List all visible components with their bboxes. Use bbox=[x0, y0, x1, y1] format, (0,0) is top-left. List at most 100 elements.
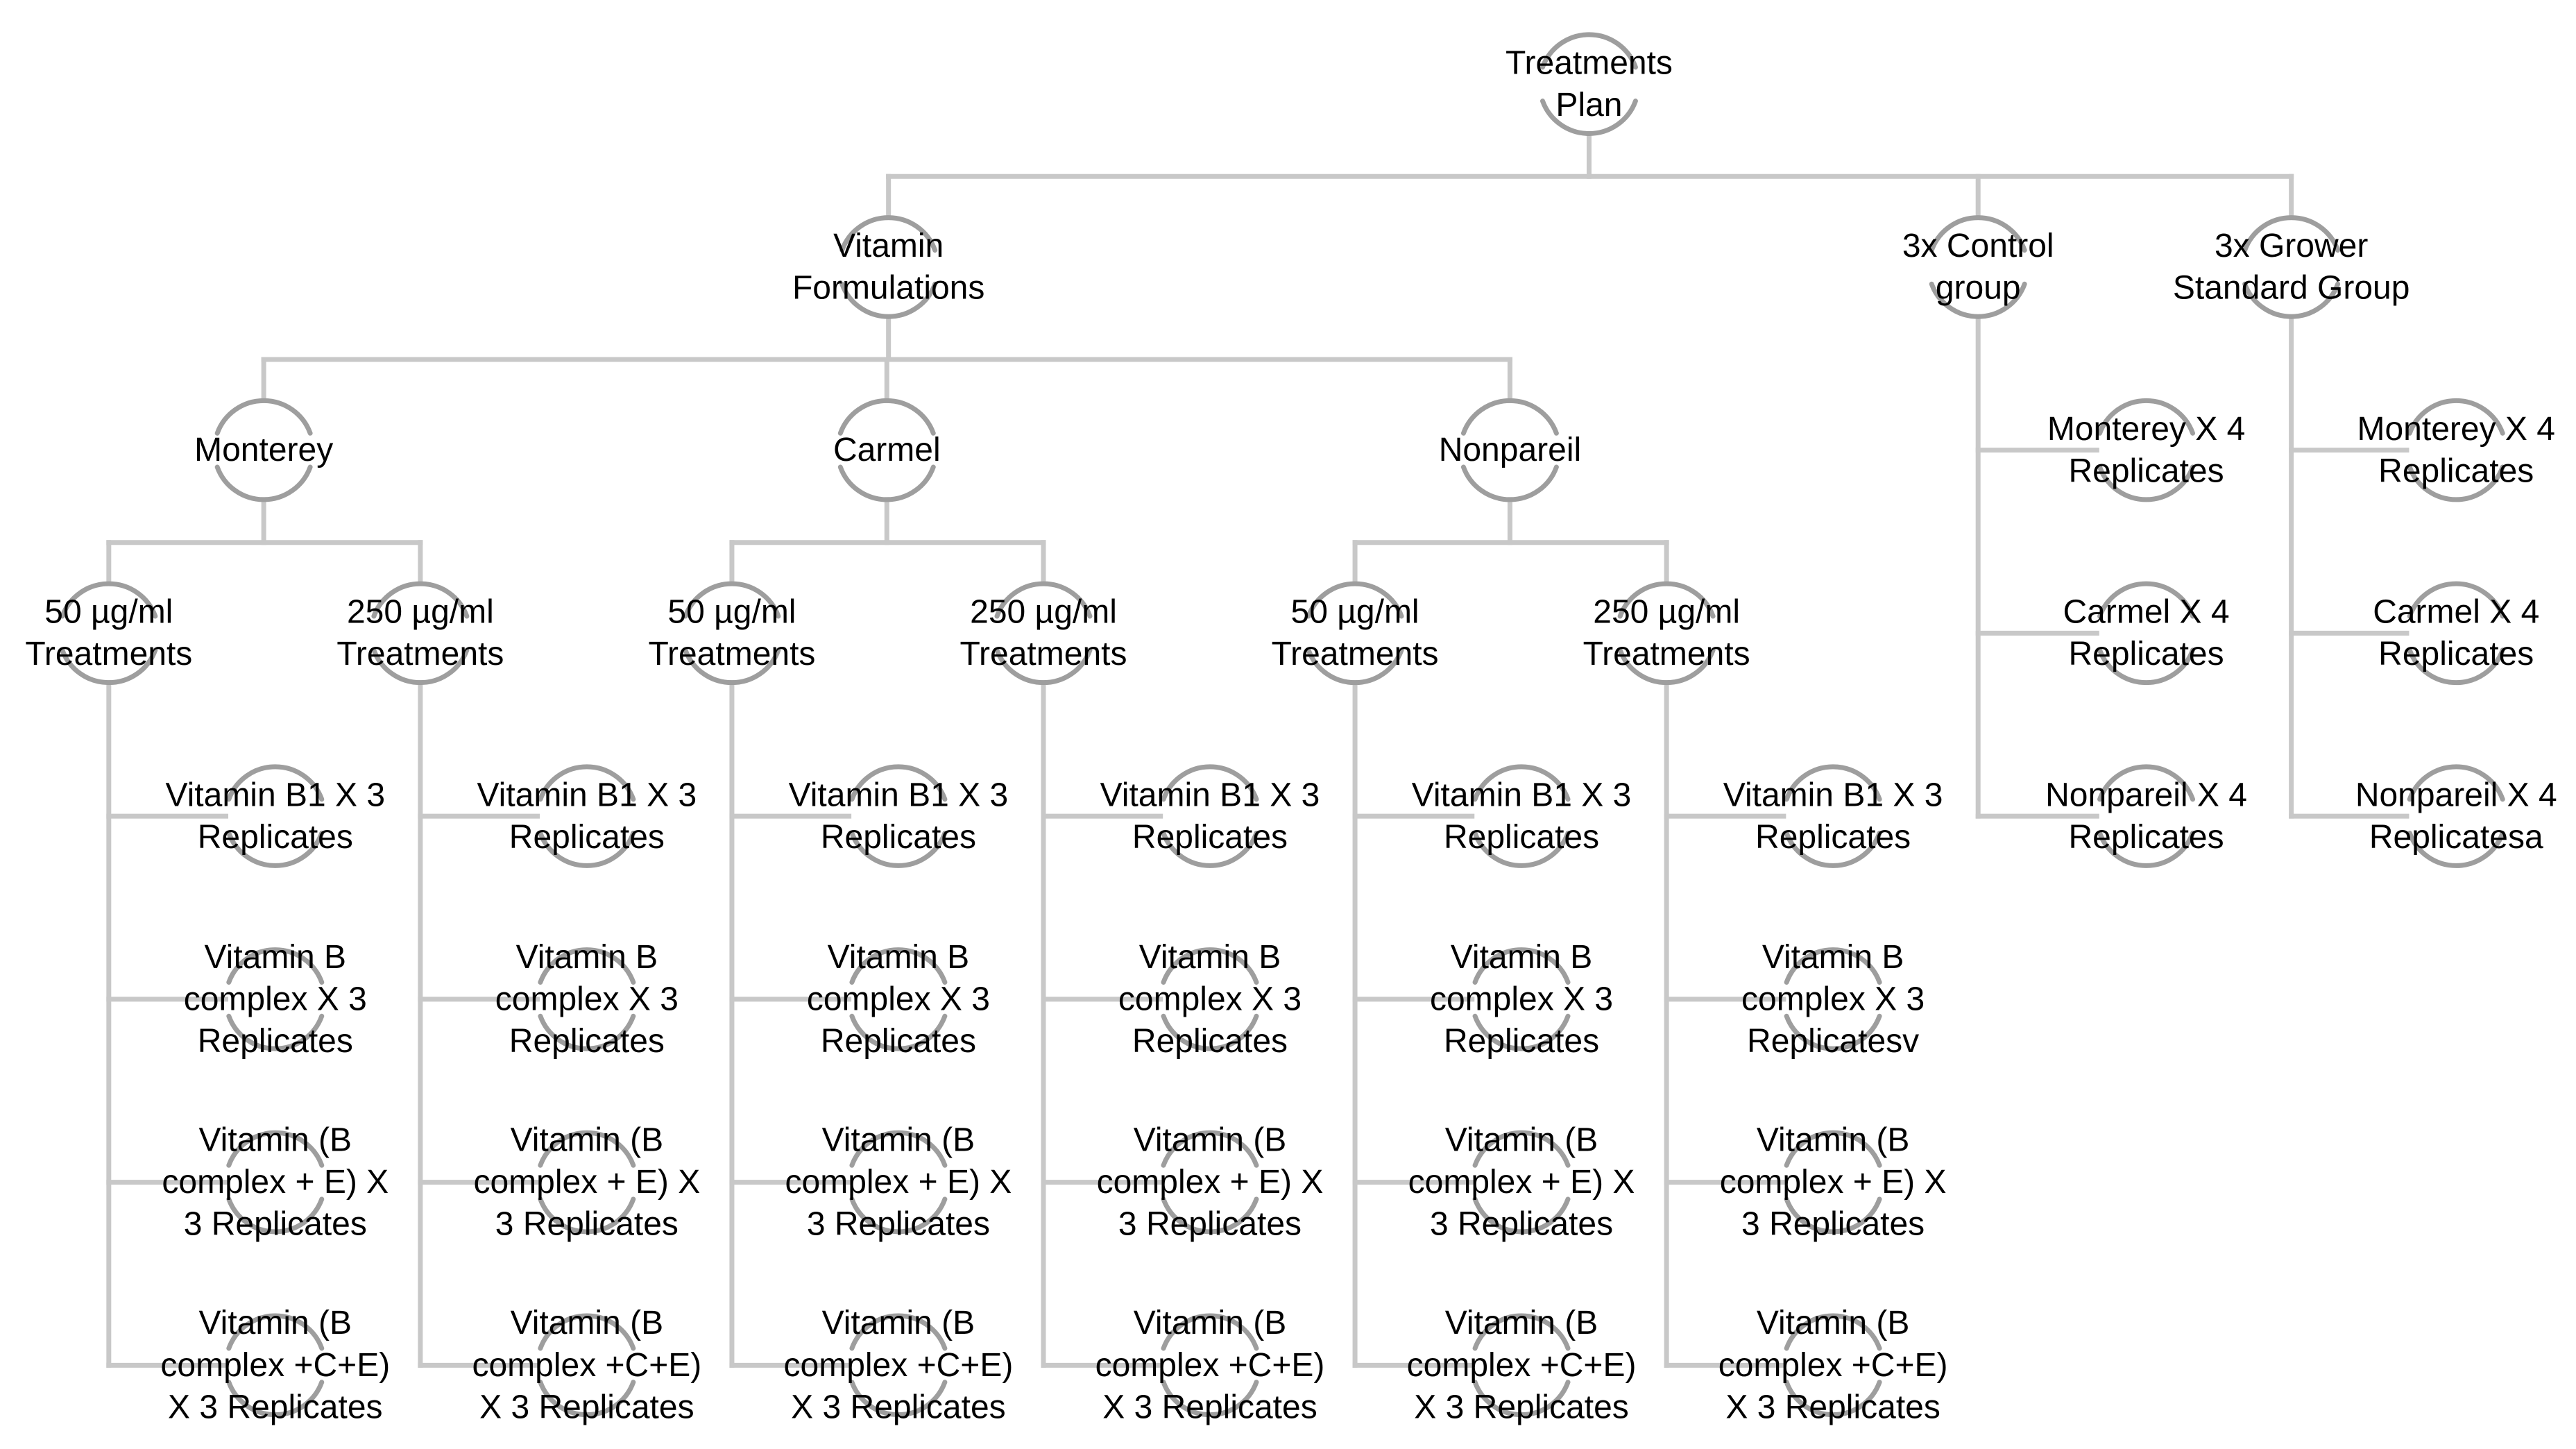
node-bottom-arc bbox=[849, 831, 948, 868]
node-bottom-arc bbox=[1472, 831, 1571, 868]
node-bottom-arc bbox=[1784, 1013, 1882, 1051]
node-bottom-arc bbox=[2407, 647, 2505, 686]
node-label-line: Vitamin B1 X 3 bbox=[789, 777, 1009, 813]
node-bottom-arc bbox=[371, 647, 470, 686]
node-bottom-arc bbox=[1161, 1380, 1259, 1418]
node-m50-b1: Vitamin B1 X 3 Replicates bbox=[165, 764, 385, 868]
node-top-arc bbox=[226, 1130, 325, 1168]
node-label-line: Vitamin B1 X 3 bbox=[165, 777, 385, 813]
node-label-line: Replicates bbox=[2068, 452, 2224, 489]
node-label-line: Nonpareil X 4 bbox=[2045, 777, 2247, 813]
node-label-line: group bbox=[1936, 270, 2021, 307]
node-top-arc bbox=[2407, 764, 2505, 802]
node-top-arc bbox=[2097, 398, 2196, 436]
node-label-line: Replicates bbox=[1132, 1023, 1288, 1060]
node-label-line: Vitamin (B bbox=[511, 1122, 664, 1159]
node-label-line: Replicates bbox=[2068, 636, 2224, 672]
node-bottom-arc bbox=[2407, 464, 2505, 502]
node-top-arc bbox=[849, 947, 948, 985]
node-label-line: Replicates bbox=[1444, 1023, 1599, 1060]
node-label-line: complex + E) X bbox=[1720, 1164, 1947, 1201]
node-top-arc bbox=[371, 581, 470, 619]
node-bottom-arc bbox=[538, 1196, 636, 1235]
node-top-arc bbox=[1784, 947, 1882, 985]
node-top-arc bbox=[1460, 398, 1559, 436]
node-label-line: complex X 3 bbox=[1430, 981, 1613, 1017]
node-label-line: X 3 Replicates bbox=[168, 1389, 383, 1425]
node-label-line: 3 Replicates bbox=[184, 1206, 367, 1243]
node-bottom-arc bbox=[1472, 1013, 1571, 1051]
node-bottom-arc bbox=[2097, 831, 2196, 868]
node-top-arc bbox=[1472, 947, 1571, 985]
node-top-arc bbox=[1306, 581, 1404, 619]
node-label-line: 3x Control bbox=[1902, 228, 2054, 264]
node-label-line: Nonpareil bbox=[1439, 432, 1581, 468]
node-top-arc bbox=[2097, 764, 2196, 802]
node-label-line: X 3 Replicates bbox=[1725, 1389, 1940, 1425]
node-top-arc bbox=[849, 1130, 948, 1168]
node-label-line: Vitamin B bbox=[1139, 939, 1281, 976]
node-label-line: Replicates bbox=[198, 819, 353, 856]
node-label-line: Vitamin (B bbox=[1757, 1122, 1910, 1159]
connector-lines bbox=[106, 130, 2409, 1368]
node-label-line: Treatments bbox=[336, 636, 504, 672]
node-label-line: 250 µg/ml bbox=[1593, 594, 1740, 631]
node-bottom-arc bbox=[683, 647, 781, 686]
node-bottom-arc bbox=[226, 1380, 325, 1418]
node-label-line: Vitamin B1 X 3 bbox=[1723, 777, 1943, 813]
node-top-arc bbox=[1472, 764, 1571, 802]
node-label-line: complex X 3 bbox=[495, 981, 679, 1017]
node-label-line: Vitamin (B bbox=[199, 1122, 352, 1159]
node-bottom-arc bbox=[849, 1196, 948, 1235]
node-label-line: Replicates bbox=[509, 1023, 665, 1060]
node-bottom-arc bbox=[538, 1013, 636, 1051]
node-bottom-arc bbox=[849, 1380, 948, 1418]
node-bottom-arc bbox=[1784, 831, 1882, 868]
node-bottom-arc bbox=[538, 831, 636, 868]
node-label-line: complex X 3 bbox=[1118, 981, 1302, 1017]
node-label-line: Vitamin (B bbox=[199, 1305, 352, 1341]
node-top-arc bbox=[1161, 947, 1259, 985]
node-bottom-arc bbox=[226, 831, 325, 868]
node-top-arc bbox=[538, 1313, 636, 1351]
node-top-arc bbox=[683, 581, 781, 619]
node-label-line: Vitamin B1 X 3 bbox=[1412, 777, 1632, 813]
node-label-line: Formulations bbox=[792, 270, 984, 307]
node-label-line: Vitamin (B bbox=[822, 1122, 975, 1159]
node-bottom-arc bbox=[60, 647, 158, 686]
node-label-line: Replicates bbox=[1755, 819, 1911, 856]
node-top-arc bbox=[226, 764, 325, 802]
node-label-line: Monterey bbox=[194, 432, 333, 468]
node-label-line: X 3 Replicates bbox=[479, 1389, 694, 1425]
node-label-line: Replicates bbox=[2378, 636, 2534, 672]
node-label-line: Nonpareil X 4 bbox=[2355, 777, 2557, 813]
node-label-line: Vitamin (B bbox=[511, 1305, 664, 1341]
node-label-line: Vitamin (B bbox=[1445, 1305, 1598, 1341]
node-label-line: Replicates bbox=[821, 819, 976, 856]
node-label-line: complex X 3 bbox=[1741, 981, 1925, 1017]
node-label-line: Vitamin (B bbox=[1134, 1305, 1287, 1341]
node-monterey: Monterey bbox=[194, 398, 333, 502]
node-label-line: Replicates bbox=[2068, 819, 2224, 856]
node-label-line: Vitamin B bbox=[1451, 939, 1593, 976]
node-top-arc bbox=[839, 215, 938, 253]
node-ctl-n: Nonpareil X 4 Replicates bbox=[2045, 764, 2247, 868]
node-bottom-arc bbox=[1161, 831, 1259, 868]
node-label-line: complex +C+E) bbox=[1095, 1347, 1325, 1384]
node-label-line: complex + E) X bbox=[1408, 1164, 1635, 1201]
node-top-arc bbox=[226, 947, 325, 985]
node-label-line: Treatments bbox=[1505, 44, 1673, 81]
